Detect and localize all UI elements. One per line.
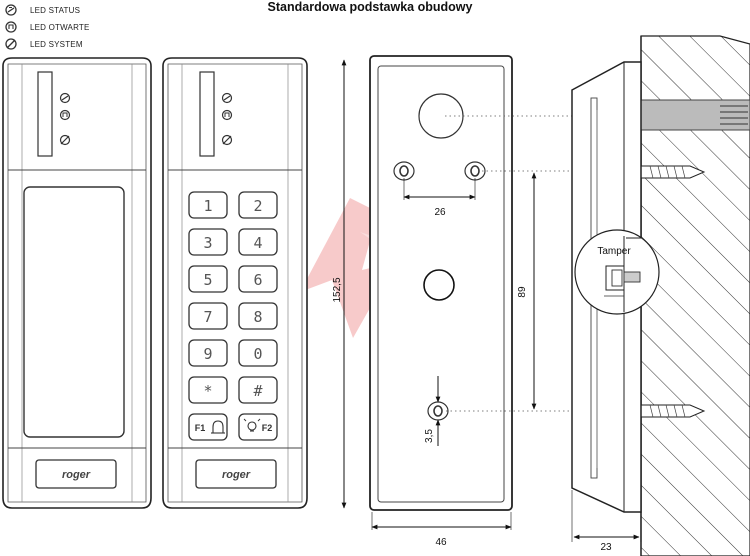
legend-label: LED STATUS [30, 5, 81, 15]
key-7: 7 [203, 308, 212, 326]
legend-item-led-status: LED STATUS [4, 3, 80, 17]
tamper-label: Tamper [597, 246, 631, 257]
led-status-icon [221, 92, 233, 104]
brand-logo: roger [62, 469, 91, 481]
brand-logo: roger [222, 469, 251, 481]
key-3: 3 [203, 234, 212, 252]
dimension-hole-spacing: 26 [403, 178, 476, 218]
reader-keypad-front-view: 1 2 3 4 5 6 7 8 9 0 * # F1 [162, 57, 308, 509]
led-system-icon [221, 134, 233, 146]
reader-front-view: roger [2, 57, 152, 509]
dimension-hole-spacing-label: 26 [434, 207, 446, 218]
dimension-depth: 23 [571, 490, 642, 553]
key-4: 4 [253, 234, 262, 252]
key-0: 0 [253, 345, 262, 363]
key-f2-label: F2 [262, 423, 273, 433]
led-system-icon [59, 134, 71, 146]
key-8: 8 [253, 308, 262, 326]
key-f1-label: F1 [195, 423, 206, 433]
dimension-depth-label: 23 [600, 542, 612, 553]
led-status-icon [5, 4, 17, 16]
dimension-hole-height: 3,5 [424, 376, 441, 446]
page-title: Standardowa podstawka obudowy [267, 0, 473, 14]
key-1: 1 [203, 197, 212, 215]
key-2: 2 [253, 197, 262, 215]
dimension-vertical-spacing-label: 89 [517, 286, 528, 298]
led-status-icon [59, 92, 71, 104]
tamper-detail: Tamper [574, 229, 660, 315]
legend-item-led-system: LED SYSTEM [4, 37, 83, 51]
mounting-base-view [369, 55, 513, 511]
key-6: 6 [253, 271, 262, 289]
keypad: 1 2 3 4 5 6 7 8 9 0 * # F1 [188, 191, 278, 441]
led-open-icon [5, 21, 17, 33]
screw-top [632, 164, 706, 180]
dimension-hole-height-label: 3,5 [424, 429, 435, 443]
key-5: 5 [203, 271, 212, 289]
dimension-width-label: 46 [435, 537, 447, 548]
dimension-vertical-spacing: 89 [517, 172, 537, 410]
dimension-height-label: 152,5 [332, 277, 343, 302]
tamper-hole [423, 269, 455, 301]
cable-wires [720, 105, 748, 125]
led-system-icon [5, 38, 17, 50]
led-open-icon [221, 109, 233, 121]
key-hash: # [253, 382, 262, 400]
legend-label: LED SYSTEM [30, 39, 83, 49]
cable-conduit [640, 99, 750, 131]
led-open-icon [59, 109, 71, 121]
key-star: * [203, 382, 212, 400]
legend-item-led-open: LED OTWARTE [4, 20, 90, 34]
key-9: 9 [203, 345, 212, 363]
dimension-height: 152,5 [332, 59, 347, 509]
screw-bottom [632, 403, 706, 419]
bell-icon [211, 420, 225, 434]
dimension-width: 46 [371, 512, 512, 548]
legend-label: LED OTWARTE [30, 22, 90, 32]
light-bulb-icon [243, 418, 261, 432]
